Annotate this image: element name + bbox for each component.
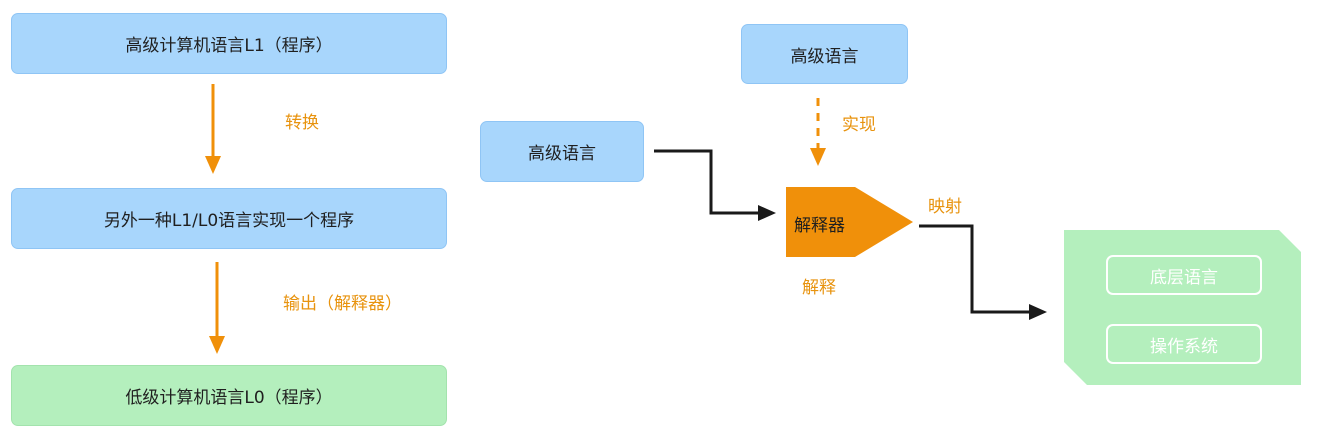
arrow-convert [205, 84, 221, 174]
interpret-label: 解释 [802, 278, 836, 298]
arrow-output [209, 262, 225, 354]
operating-system-text: 操作系统 [1150, 336, 1218, 357]
arrow-mapping [919, 224, 1047, 320]
high-level-language-left-text: 高级语言 [528, 144, 596, 164]
high-level-language-left-box: 高级语言 [480, 121, 644, 182]
high-level-language-l1-text: 高级计算机语言L1（程序） [125, 36, 333, 56]
convert-label: 转换 [285, 113, 319, 133]
implement-label: 实现 [842, 115, 876, 135]
low-level-language-box: 底层语言 [1106, 255, 1262, 295]
interpreter-shape [786, 187, 913, 257]
other-language-program-text: 另外一种L1/L0语言实现一个程序 [103, 211, 355, 231]
mapping-label: 映射 [928, 197, 962, 217]
target-system-shape [1064, 230, 1301, 385]
high-level-language-l1-box: 高级计算机语言L1（程序） [11, 13, 447, 74]
high-level-language-top-box: 高级语言 [741, 24, 908, 84]
low-level-language-l0-text: 低级计算机语言L0（程序） [125, 388, 333, 408]
interpreter-text: 解释器 [794, 216, 845, 236]
high-level-language-top-text: 高级语言 [790, 46, 859, 67]
output-interpreter-label: 输出（解释器） [283, 294, 402, 314]
low-level-language-text: 底层语言 [1150, 267, 1218, 288]
arrow-to-interpreter [654, 149, 776, 221]
low-level-language-l0-box: 低级计算机语言L0（程序） [11, 365, 447, 426]
operating-system-box: 操作系统 [1106, 324, 1262, 364]
arrow-implement [810, 98, 826, 166]
other-language-program-box: 另外一种L1/L0语言实现一个程序 [11, 188, 447, 249]
